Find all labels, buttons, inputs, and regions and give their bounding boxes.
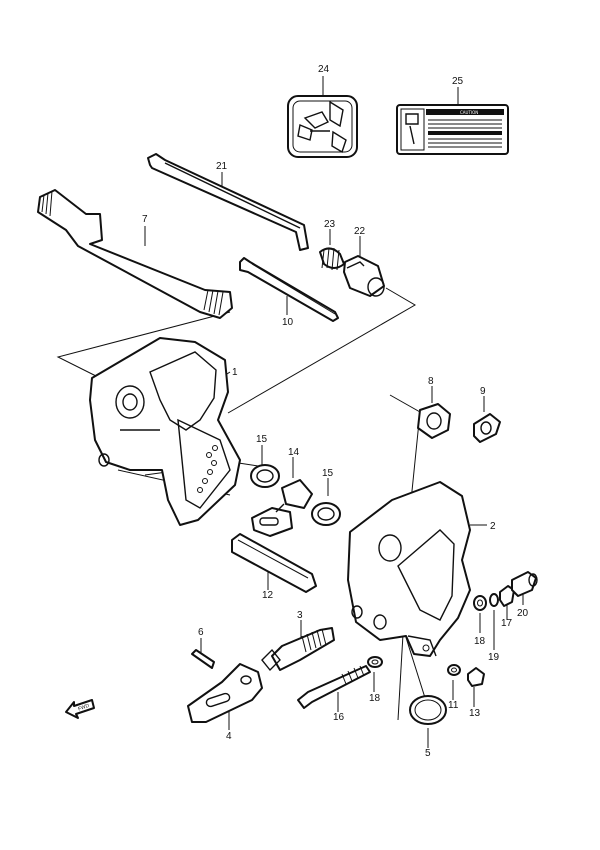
callout-23: 23: [324, 219, 336, 230]
callout-5: 5: [425, 748, 431, 759]
decal-24: [287, 95, 358, 158]
callout-12: 12: [262, 590, 274, 601]
part-22-collar: [343, 255, 385, 297]
part-1-left-bracket: [89, 337, 241, 526]
callout-17: 17: [501, 618, 513, 629]
callout-8: 8: [428, 376, 434, 387]
part-11-washer: [447, 664, 461, 676]
callout-22: 22: [354, 226, 366, 237]
part-4-lever: [187, 648, 281, 723]
part-3-screw: [271, 627, 335, 671]
callout-15-left: 15: [256, 434, 268, 445]
part-8-nut: [417, 403, 451, 439]
part-9-washer: [473, 413, 501, 443]
callout-15-right: 15: [322, 468, 334, 479]
callout-21: 21: [216, 161, 228, 172]
part-2-right-bracket: [347, 481, 471, 657]
part-14-plate: [251, 479, 313, 537]
part-19-washer: [489, 593, 499, 607]
callout-9: 9: [480, 386, 486, 397]
part-12-rod: [231, 533, 317, 593]
callout-13: 13: [469, 708, 481, 719]
callout-3: 3: [297, 610, 303, 621]
callout-25: 25: [452, 76, 464, 87]
callout-labels: 24 25 21 7 23 22 10 1 8 9 15 14 15 2 12 …: [142, 64, 529, 759]
callout-11: 11: [448, 700, 459, 711]
part-20-sleeve: [511, 571, 538, 597]
callout-16: 16: [333, 712, 345, 723]
caution-label: CAUTION: [460, 110, 478, 115]
part-15-bushing-left: [250, 464, 280, 488]
part-16-bolt: [297, 665, 371, 709]
callout-10: 10: [282, 317, 294, 328]
part-17-nut: [499, 585, 515, 607]
decal-25: CAUTION: [396, 104, 509, 155]
part-6-pin: [191, 649, 215, 669]
part-13-nut: [467, 667, 485, 687]
part-18-washer-upper: [473, 595, 487, 611]
callout-20: 20: [517, 608, 529, 619]
callout-2: 2: [490, 521, 496, 532]
fwd-label: FWD: [77, 703, 90, 713]
part-5-cap: [409, 695, 447, 725]
callout-6: 6: [198, 627, 204, 638]
callout-1: 1: [232, 367, 238, 378]
callout-14: 14: [288, 447, 300, 458]
part-15-bushing-right: [311, 502, 341, 526]
warning-text-lines: [428, 119, 502, 148]
part-7-shaft: [37, 189, 233, 319]
part-23-spring: [319, 247, 345, 271]
part-18-washer-lower: [367, 656, 383, 668]
callout-7: 7: [142, 214, 148, 225]
part-21-rod: [147, 153, 309, 251]
fwd-arrow-icon: FWD: [65, 699, 95, 719]
part-10-bolt: [239, 257, 339, 322]
callout-4: 4: [226, 731, 232, 742]
callout-19: 19: [488, 652, 500, 663]
callout-24: 24: [318, 64, 330, 75]
callout-18-lower: 18: [369, 693, 381, 704]
callout-18-upper: 18: [474, 636, 486, 647]
